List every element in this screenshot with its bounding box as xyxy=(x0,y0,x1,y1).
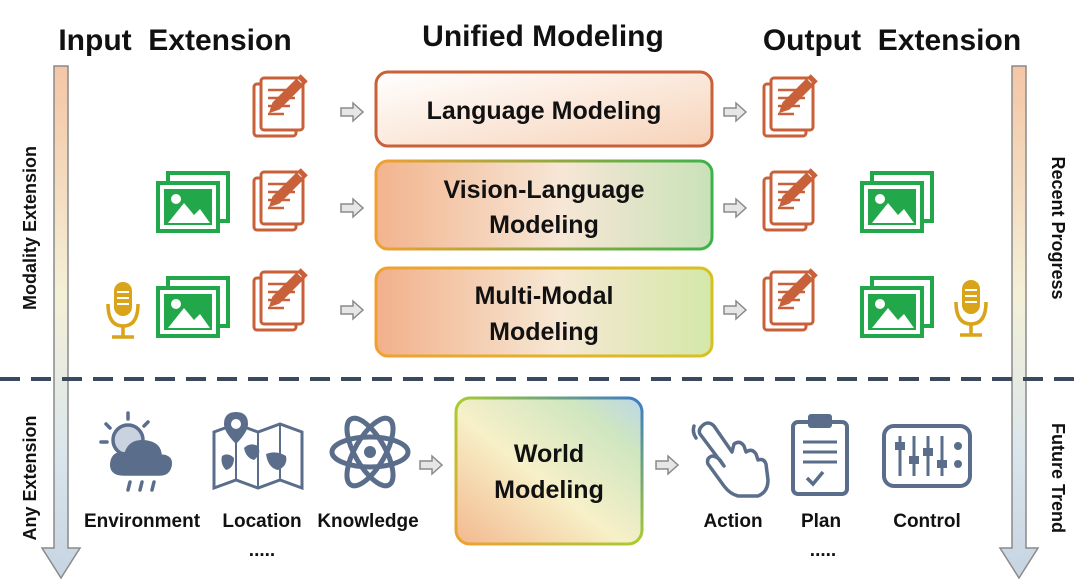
knowledge-label: Knowledge xyxy=(317,511,418,532)
text-document-icon xyxy=(762,266,820,332)
unified-modeling-header: Unified Modeling xyxy=(422,20,664,53)
multi-modal-modeling-box: Multi-Modal Modeling xyxy=(374,266,714,358)
recent-progress-label: Recent Progress xyxy=(1048,156,1068,299)
control-label: Control xyxy=(893,511,961,532)
modality-extension-arrow-left xyxy=(40,65,82,580)
arrow-right-icon xyxy=(723,102,747,122)
world-modeling-label-line2: Modeling xyxy=(494,476,604,504)
map-location-icon xyxy=(212,412,304,491)
microphone-icon xyxy=(106,280,140,339)
arrow-right-icon xyxy=(340,300,364,320)
modality-extension-label: Modality Extension xyxy=(20,146,40,310)
action-label: Action xyxy=(703,511,762,532)
output-ellipsis: ..... xyxy=(810,540,836,561)
environment-label: Environment xyxy=(84,511,201,532)
location-label: Location xyxy=(222,511,301,532)
arrow-right-icon xyxy=(419,455,443,475)
vision-language-modeling-label-line1: Vision-Language xyxy=(444,176,645,204)
world-modeling-label-line1: World xyxy=(514,440,584,468)
weather-icon xyxy=(99,411,173,492)
plan-label: Plan xyxy=(801,511,841,532)
recent-progress-arrow-right xyxy=(998,65,1040,580)
image-icon xyxy=(156,276,230,338)
arrow-right-icon xyxy=(340,198,364,218)
image-icon xyxy=(156,171,230,233)
input-ellipsis: ..... xyxy=(249,540,275,561)
vision-language-modeling-box: Vision-Language Modeling xyxy=(374,159,714,251)
text-document-icon xyxy=(252,166,310,232)
future-trend-label: Future Trend xyxy=(1048,423,1068,533)
image-icon xyxy=(860,171,934,233)
pointing-hand-icon xyxy=(691,421,770,498)
language-modeling-label: Language Modeling xyxy=(427,97,662,125)
multi-modal-modeling-label-line1: Multi-Modal xyxy=(475,282,614,310)
input-extension-header: Input Extension xyxy=(58,24,291,57)
multi-modal-modeling-label-line2: Modeling xyxy=(489,318,599,346)
control-panel-icon xyxy=(882,424,972,488)
world-modeling-box: World Modeling xyxy=(454,396,644,546)
text-document-icon xyxy=(762,72,820,138)
microphone-icon xyxy=(954,278,988,337)
image-icon xyxy=(860,276,934,338)
arrow-right-icon xyxy=(340,102,364,122)
vision-language-modeling-label-line2: Modeling xyxy=(489,211,599,239)
text-document-icon xyxy=(252,266,310,332)
arrow-right-icon xyxy=(655,455,679,475)
language-modeling-box: Language Modeling xyxy=(374,70,714,148)
arrow-right-icon xyxy=(723,300,747,320)
arrow-right-icon xyxy=(723,198,747,218)
any-extension-label: Any Extension xyxy=(20,415,40,540)
text-document-icon xyxy=(762,166,820,232)
clipboard-plan-icon xyxy=(791,414,849,496)
atom-icon xyxy=(329,415,411,489)
text-document-icon xyxy=(252,72,310,138)
output-extension-header: Output Extension xyxy=(763,24,1021,57)
